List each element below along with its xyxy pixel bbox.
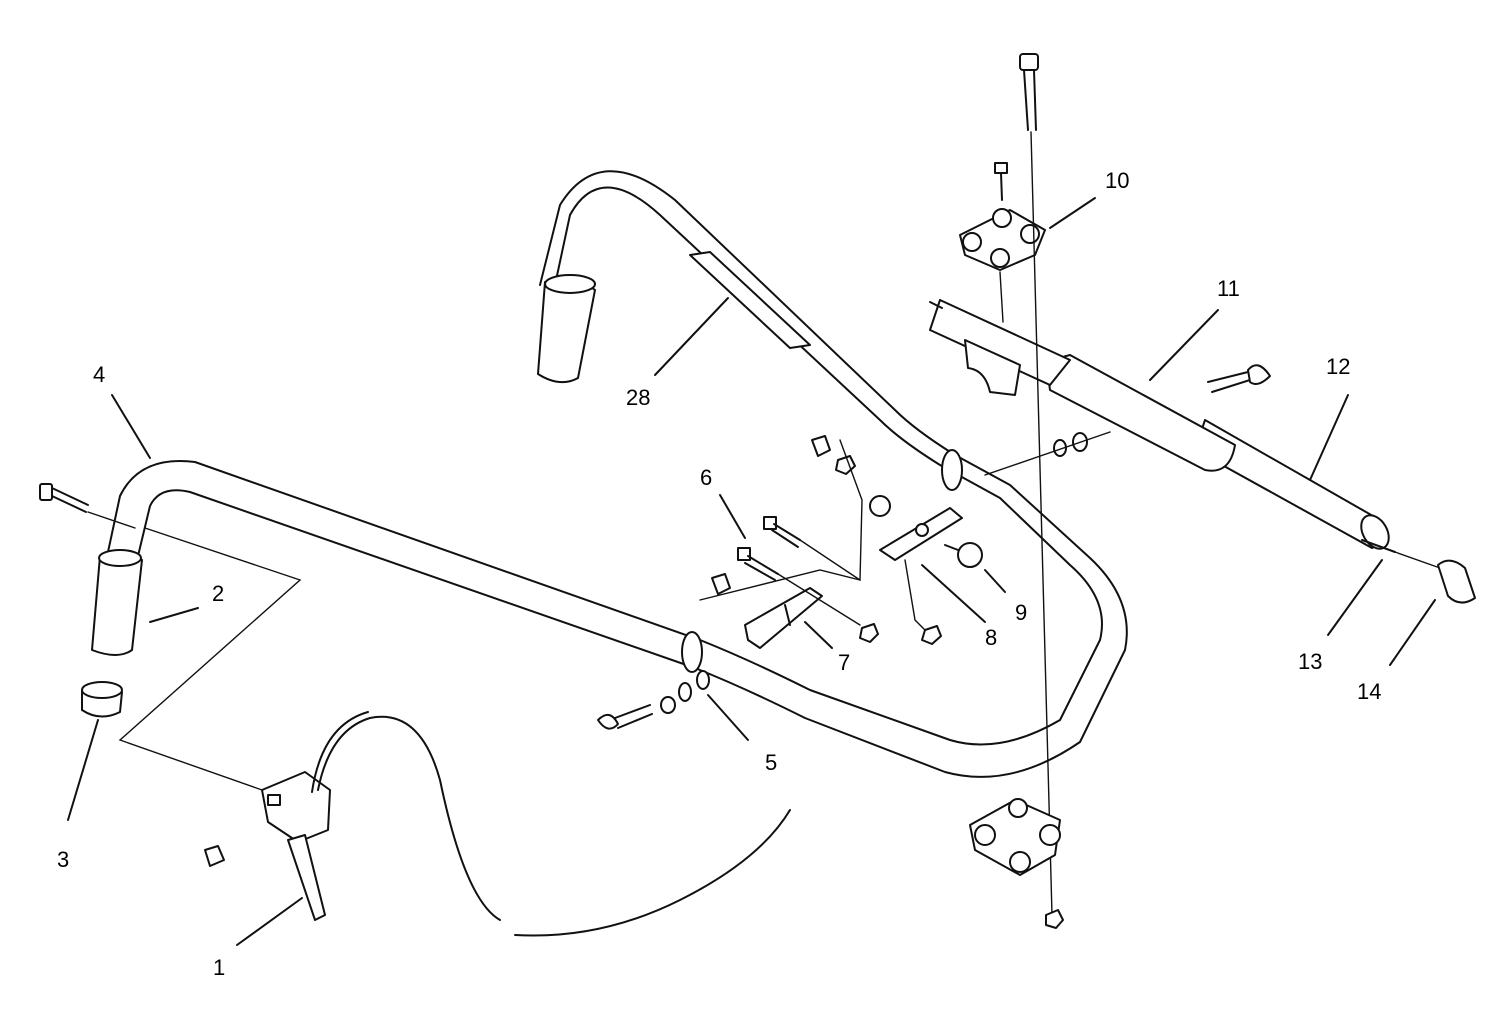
clamp-10-top [959,208,1046,271]
wing-bolt-right [1207,364,1271,393]
knob-upper [869,495,891,517]
callout-10: 10 [1105,168,1129,193]
sleeve-28 [689,251,811,349]
nut-8 [921,625,942,645]
handlebar-tube [107,170,1128,778]
crossbar-tube-12 [1194,419,1390,550]
callout-14: 14 [1357,679,1381,704]
bolt-6a [737,547,861,626]
clamp-10-bottom [969,798,1061,876]
sleeve-14 [1437,559,1476,604]
knob-9 [944,542,983,568]
pin-13 [1361,539,1396,553]
nut-bottom [1045,909,1064,929]
bracket-8 [879,507,963,561]
nut-7 [859,623,879,643]
square-nut-lever [204,845,225,867]
clamp-body [929,299,1071,396]
callout-12: 12 [1326,354,1350,379]
left-grip [91,549,143,656]
bolt-6b [763,516,861,581]
brake-lever [261,771,331,921]
brake-cable [317,715,501,921]
callout-2: 2 [212,581,224,606]
square-nut-lower [711,573,731,595]
callout-4: 4 [93,362,105,387]
callout-6: 6 [700,465,712,490]
callout-7: 7 [838,650,850,675]
clamp-ring-upper [941,449,963,491]
callout-1: 1 [213,955,225,980]
wing-bolt-lower [597,670,710,730]
bracket-7 [744,587,823,649]
leader-lines [67,197,1436,946]
clamp-ring-lower [681,631,703,673]
square-nut [811,435,831,457]
washer-right [1053,439,1067,457]
callout-28: 28 [626,385,650,410]
long-bolt [1019,53,1039,131]
screw-small [994,162,1008,201]
callout-8: 8 [985,625,997,650]
callout-9: 9 [1015,600,1027,625]
bolt-top-left [39,483,136,529]
callout-5: 5 [765,750,777,775]
top-grip [537,274,596,384]
callout-3: 3 [57,847,69,872]
callout-13: 13 [1298,649,1322,674]
foam-pad-11 [1048,354,1236,472]
end-cap [81,681,123,718]
callout-11: 11 [1217,276,1240,301]
